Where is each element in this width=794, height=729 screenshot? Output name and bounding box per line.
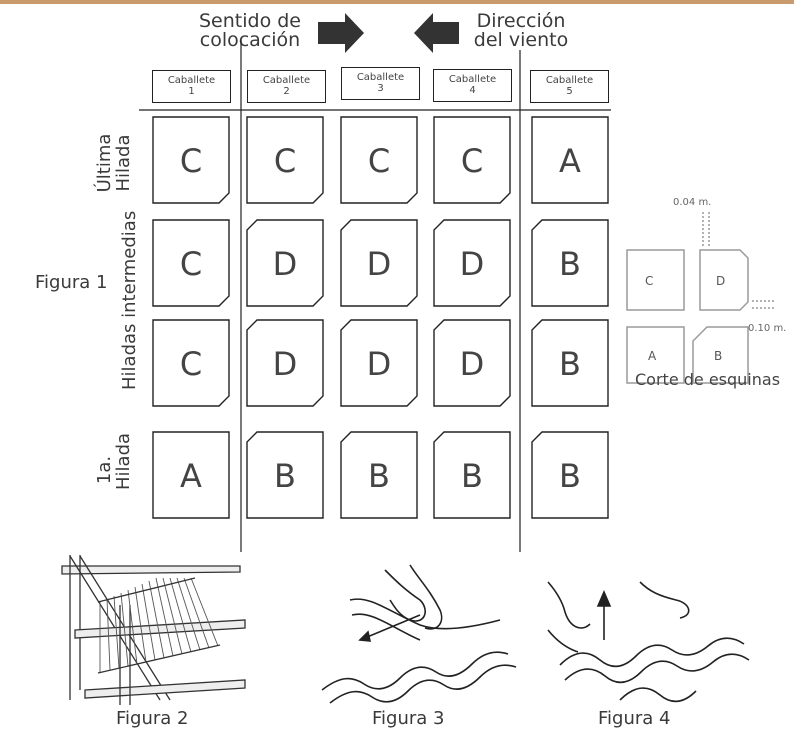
tile-b-r4-c4 bbox=[433, 431, 511, 519]
column-header-label: Caballete bbox=[356, 72, 405, 83]
tile-b-r3-c5 bbox=[531, 319, 609, 407]
tile-letter: D bbox=[273, 345, 298, 383]
dimension-side-label: 0.10 m. bbox=[748, 323, 787, 334]
tile-letter: C bbox=[368, 142, 390, 180]
tile-letter: D bbox=[367, 345, 392, 383]
column-header-number: 2 bbox=[283, 86, 290, 97]
figure-3-illustration bbox=[321, 564, 517, 704]
accent-bar bbox=[0, 0, 794, 4]
tile-c-r2-c1 bbox=[152, 219, 230, 307]
figure-1-caption: Figura 1 bbox=[35, 272, 108, 293]
tile-letter: B bbox=[559, 457, 581, 495]
tile-letter: C bbox=[180, 345, 202, 383]
column-header-label: Caballete bbox=[167, 75, 216, 86]
wind-direction-label: Dirección del viento bbox=[466, 12, 576, 50]
figure-3-caption: Figura 3 bbox=[372, 708, 445, 729]
column-header-number: 4 bbox=[469, 85, 476, 96]
tile-letter: B bbox=[559, 345, 581, 383]
tile-letter: B bbox=[368, 457, 390, 495]
laying-direction-label: Sentido de colocación bbox=[185, 12, 315, 50]
tile-c-r3-c1 bbox=[152, 319, 230, 407]
wind-direction-line1: Dirección bbox=[476, 10, 566, 32]
corner-tile-b bbox=[692, 326, 749, 384]
tile-a-r1-c5 bbox=[531, 116, 609, 204]
laying-direction-line1: Sentido de bbox=[199, 10, 301, 32]
corner-letter-a: A bbox=[648, 349, 657, 363]
corner-tile-a bbox=[626, 326, 685, 384]
tile-d-r2-c4 bbox=[433, 219, 511, 307]
tile-letter: A bbox=[180, 457, 202, 495]
arrow-left-icon bbox=[414, 13, 459, 53]
arrow-right-icon bbox=[318, 13, 364, 53]
column-header-4: Caballete 4 bbox=[433, 69, 512, 102]
column-header-number: 3 bbox=[377, 83, 384, 94]
tile-d-r3-c4 bbox=[433, 319, 511, 407]
column-header-number: 1 bbox=[188, 86, 195, 97]
tile-letter: D bbox=[367, 245, 392, 283]
figure-2-caption: Figura 2 bbox=[116, 708, 189, 729]
tile-letter: C bbox=[461, 142, 483, 180]
column-header-label: Caballete bbox=[448, 74, 497, 85]
laying-direction-line2: colocación bbox=[199, 29, 301, 51]
tile-a-r4-c1 bbox=[152, 431, 230, 519]
column-header-5: Caballete 5 bbox=[530, 70, 609, 103]
tile-letter: D bbox=[460, 245, 485, 283]
corner-tile-c bbox=[626, 249, 685, 311]
column-header-1: Caballete 1 bbox=[152, 70, 231, 103]
column-header-label: Caballete bbox=[262, 75, 311, 86]
tile-d-r2-c3 bbox=[340, 219, 418, 307]
tile-c-r1-c2 bbox=[246, 116, 324, 204]
tile-letter: C bbox=[180, 245, 202, 283]
tile-c-r1-c1 bbox=[152, 116, 230, 204]
tile-letter: B bbox=[461, 457, 483, 495]
corner-cut-caption: Corte de esquinas bbox=[635, 370, 781, 389]
tile-letter: C bbox=[274, 142, 296, 180]
column-header-3: Caballete 3 bbox=[341, 67, 420, 100]
corner-letter-b: B bbox=[714, 349, 723, 363]
corner-tile-d bbox=[699, 249, 749, 311]
tile-b-r4-c2 bbox=[246, 431, 324, 519]
tile-b-r2-c5 bbox=[531, 219, 609, 307]
column-header-label: Caballete bbox=[545, 75, 594, 86]
tile-letter: B bbox=[559, 245, 581, 283]
tile-letter: D bbox=[273, 245, 298, 283]
tile-d-r2-c2 bbox=[246, 219, 324, 307]
column-header-number: 5 bbox=[566, 86, 573, 97]
tile-c-r1-c4 bbox=[433, 116, 511, 204]
tile-letter: A bbox=[559, 142, 581, 180]
wind-direction-line2: del viento bbox=[473, 29, 569, 51]
corner-letter-c: C bbox=[645, 274, 654, 288]
figure-4-illustration bbox=[547, 581, 750, 703]
column-header-2: Caballete 2 bbox=[247, 70, 326, 103]
figure-2-illustration bbox=[61, 555, 246, 705]
dimension-top-label: 0.04 m. bbox=[673, 197, 712, 208]
tile-letter: D bbox=[460, 345, 485, 383]
tile-letter: C bbox=[180, 142, 202, 180]
tile-d-r3-c3 bbox=[340, 319, 418, 407]
figure-4-caption: Figura 4 bbox=[598, 708, 671, 729]
tile-c-r1-c3 bbox=[340, 116, 418, 204]
corner-letter-d: D bbox=[716, 274, 726, 288]
tile-letter: B bbox=[274, 457, 296, 495]
tile-b-r4-c3 bbox=[340, 431, 418, 519]
tile-b-r4-c5 bbox=[531, 431, 609, 519]
tile-d-r3-c2 bbox=[246, 319, 324, 407]
